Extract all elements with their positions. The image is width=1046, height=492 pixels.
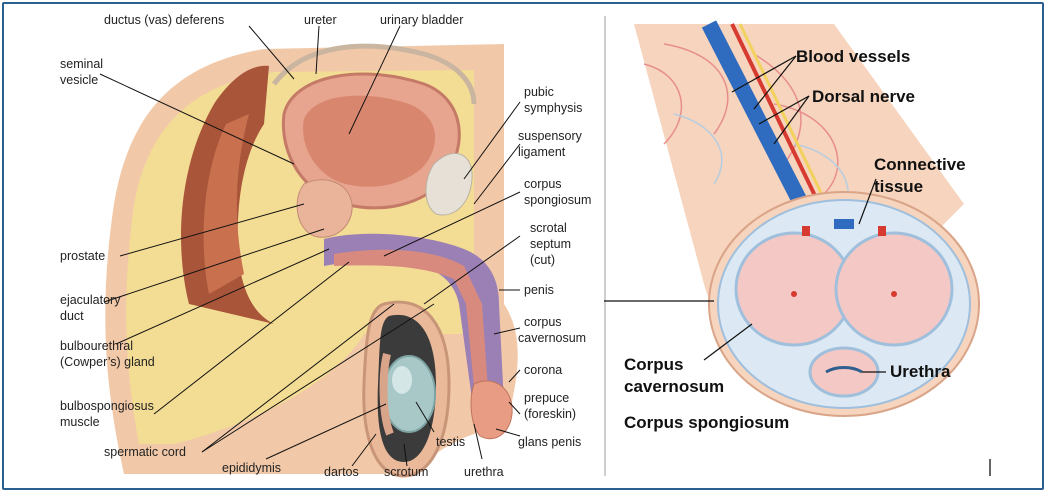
label-corpus-cavernosum-2: cavernosum (624, 377, 724, 396)
testis-highlight (392, 366, 412, 394)
sagittal-section-diagram: ductus (vas) deferens ureter urinary bla… (4, 4, 604, 488)
label-ductus-deferens: ductus (vas) deferens (104, 13, 224, 27)
label-epididymis: epididymis (222, 461, 281, 475)
label-urinary-bladder: urinary bladder (380, 13, 463, 27)
label-scrotum: scrotum (384, 465, 428, 479)
dorsal-artery-left-section (802, 226, 810, 236)
label-blood-vessels: Blood vessels (796, 47, 910, 66)
label-scrotal-septum-3: (cut) (530, 253, 555, 267)
corpus-cavernosum-right (834, 231, 954, 347)
label-pubic-symphysis-1: pubic (524, 85, 554, 99)
ductus-deferens-shape (272, 43, 477, 105)
label-prepuce-2: (foreskin) (524, 407, 576, 421)
label-scrotal-septum-2: septum (530, 237, 571, 251)
leader-lines (99, 25, 521, 467)
label-bulbourethral-2: (Cowper’s) gland (60, 355, 155, 369)
right-leader-lines (604, 55, 886, 373)
label-testis: testis (436, 435, 465, 449)
label-urethra: Urethra (890, 362, 951, 381)
deep-artery-left (791, 291, 797, 297)
label-prostate: prostate (60, 249, 105, 263)
label-suspensory-ligament-2: ligament (518, 145, 566, 159)
label-seminal-vesicle-1: seminal (60, 57, 103, 71)
blood-vessel-blue (701, 20, 817, 223)
label-corpus-spongiosum: Corpus spongiosum (624, 413, 789, 432)
label-bulbospongiosus-1: bulbospongiosus (60, 399, 154, 413)
label-connective-tissue-2: tissue (874, 177, 923, 196)
label-ureter: ureter (304, 13, 337, 27)
label-scrotal-septum-1: scrotal (530, 221, 567, 235)
urethra-shape (825, 366, 863, 374)
label-penis: penis (524, 283, 554, 297)
label-glans-penis: glans penis (518, 435, 581, 449)
label-corpus-cavernosum-1: Corpus (624, 355, 684, 374)
dorsal-vein-section (834, 219, 854, 229)
prostate-shape (296, 179, 353, 238)
pubic-symphysis-shape (425, 152, 473, 216)
label-prepuce-1: prepuce (524, 391, 569, 405)
label-ejaculatory-duct-1: ejaculatory (60, 293, 121, 307)
label-corpus-cavernosum-2: cavernosum (518, 331, 586, 345)
label-corpus-cavernosum-1: corpus (524, 315, 562, 329)
label-bulbourethral-1: bulbourethral (60, 339, 133, 353)
label-bulbospongiosus-2: muscle (60, 415, 100, 429)
label-spermatic-cord: spermatic cord (104, 445, 186, 459)
label-dorsal-nerve: Dorsal nerve (812, 87, 915, 106)
label-corona: corona (524, 363, 562, 377)
label-dartos: dartos (324, 465, 359, 479)
dorsal-artery-right-section (878, 226, 886, 236)
urinary-bladder-inner (303, 95, 436, 187)
epididymis-shape (379, 353, 394, 436)
label-urethra: urethra (464, 465, 504, 479)
label-suspensory-ligament-1: suspensory (518, 129, 583, 143)
label-corpus-spongiosum-2: spongiosum (524, 193, 591, 207)
panel-divider (604, 16, 606, 476)
rectum-inner (203, 114, 249, 294)
label-corpus-spongiosum-1: corpus (524, 177, 562, 191)
label-ejaculatory-duct-2: duct (60, 309, 84, 323)
deep-artery-right (891, 291, 897, 297)
label-pubic-symphysis-2: symphysis (524, 101, 582, 115)
cross-section-diagram: Blood vessels Dorsal nerve Connective ti… (604, 4, 1042, 488)
glans-shape (470, 380, 513, 440)
label-seminal-vesicle-2: vesicle (60, 73, 98, 87)
blood-vessel-red (730, 23, 821, 205)
label-connective-tissue-1: Connective (874, 155, 966, 174)
